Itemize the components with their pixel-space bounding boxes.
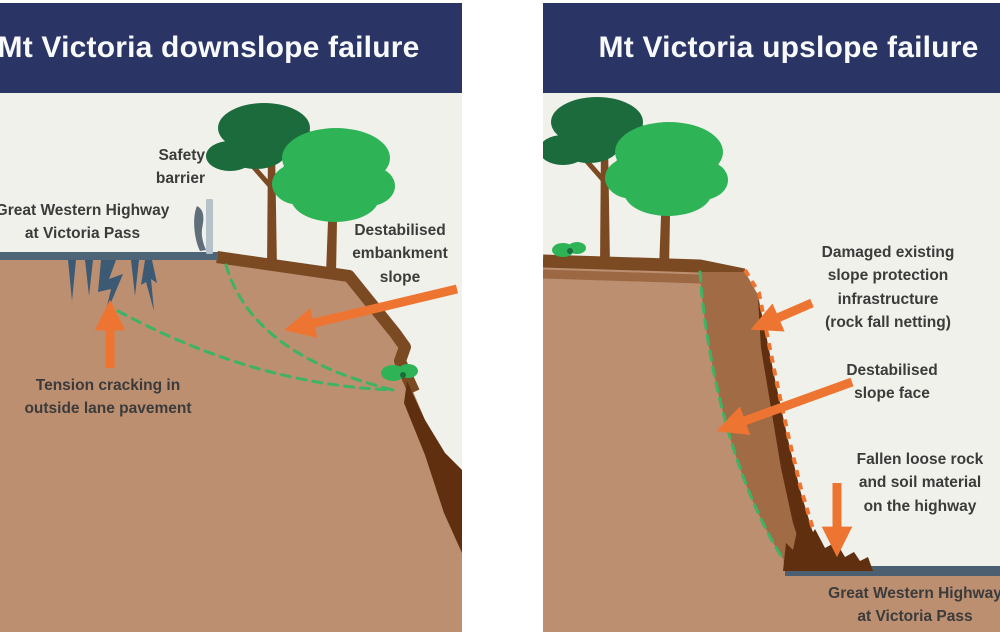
safety-barrier-graphic [194,199,213,254]
label-safety-barrier: Safety barrier [155,147,205,188]
destabilised-embankment-arrow [284,284,459,338]
label-destabilised-slope-face: Destabilised slope face [846,362,938,403]
downslope-illustration: Safety barrier Great Western Highway at … [0,93,462,632]
embankment-earth [0,252,462,632]
slope-bush [381,364,418,381]
cliff-face-shading [758,298,828,566]
label-damaged-infrastructure: Damaged existing slope protection infras… [821,244,955,331]
downslope-panel-title: Mt Victoria downslope failure [0,3,462,93]
upslope-panel-title: Mt Victoria upslope failure [543,3,1000,93]
trees-illustration [206,103,395,274]
tension-cracks [68,260,157,319]
label-tension-cracking: Tension cracking in outside lane pavemen… [24,377,192,418]
label-highway-right: Great Western Highway at Victoria Pass [828,585,1000,626]
lower-slope-shading [404,381,462,553]
downslope-scene-svg [0,103,462,632]
label-destabilised-embankment: Destabilised embankment slope [352,222,448,286]
destabilised-slope-arrow [716,377,854,436]
panel-downslope-failure: Mt Victoria downslope failure [0,3,462,632]
panel-upslope-failure: Mt Victoria upslope failure [543,3,1000,632]
fallen-rock-pile [783,521,873,571]
upslope-illustration: Damaged existing slope protection infras… [543,93,1000,632]
highway-pavement [785,566,1000,576]
label-fallen-rock: Fallen loose rock and soil material on t… [856,451,984,515]
label-highway-left: Great Western Highway at Victoria Pass [0,202,170,243]
plateau-bush [552,242,586,257]
highway-pavement [0,252,218,260]
trees-illustration [543,97,728,270]
damaged-infrastructure-arrow [750,298,814,332]
upslope-scene-svg [543,97,1000,632]
failure-surface-dashes [116,263,395,392]
